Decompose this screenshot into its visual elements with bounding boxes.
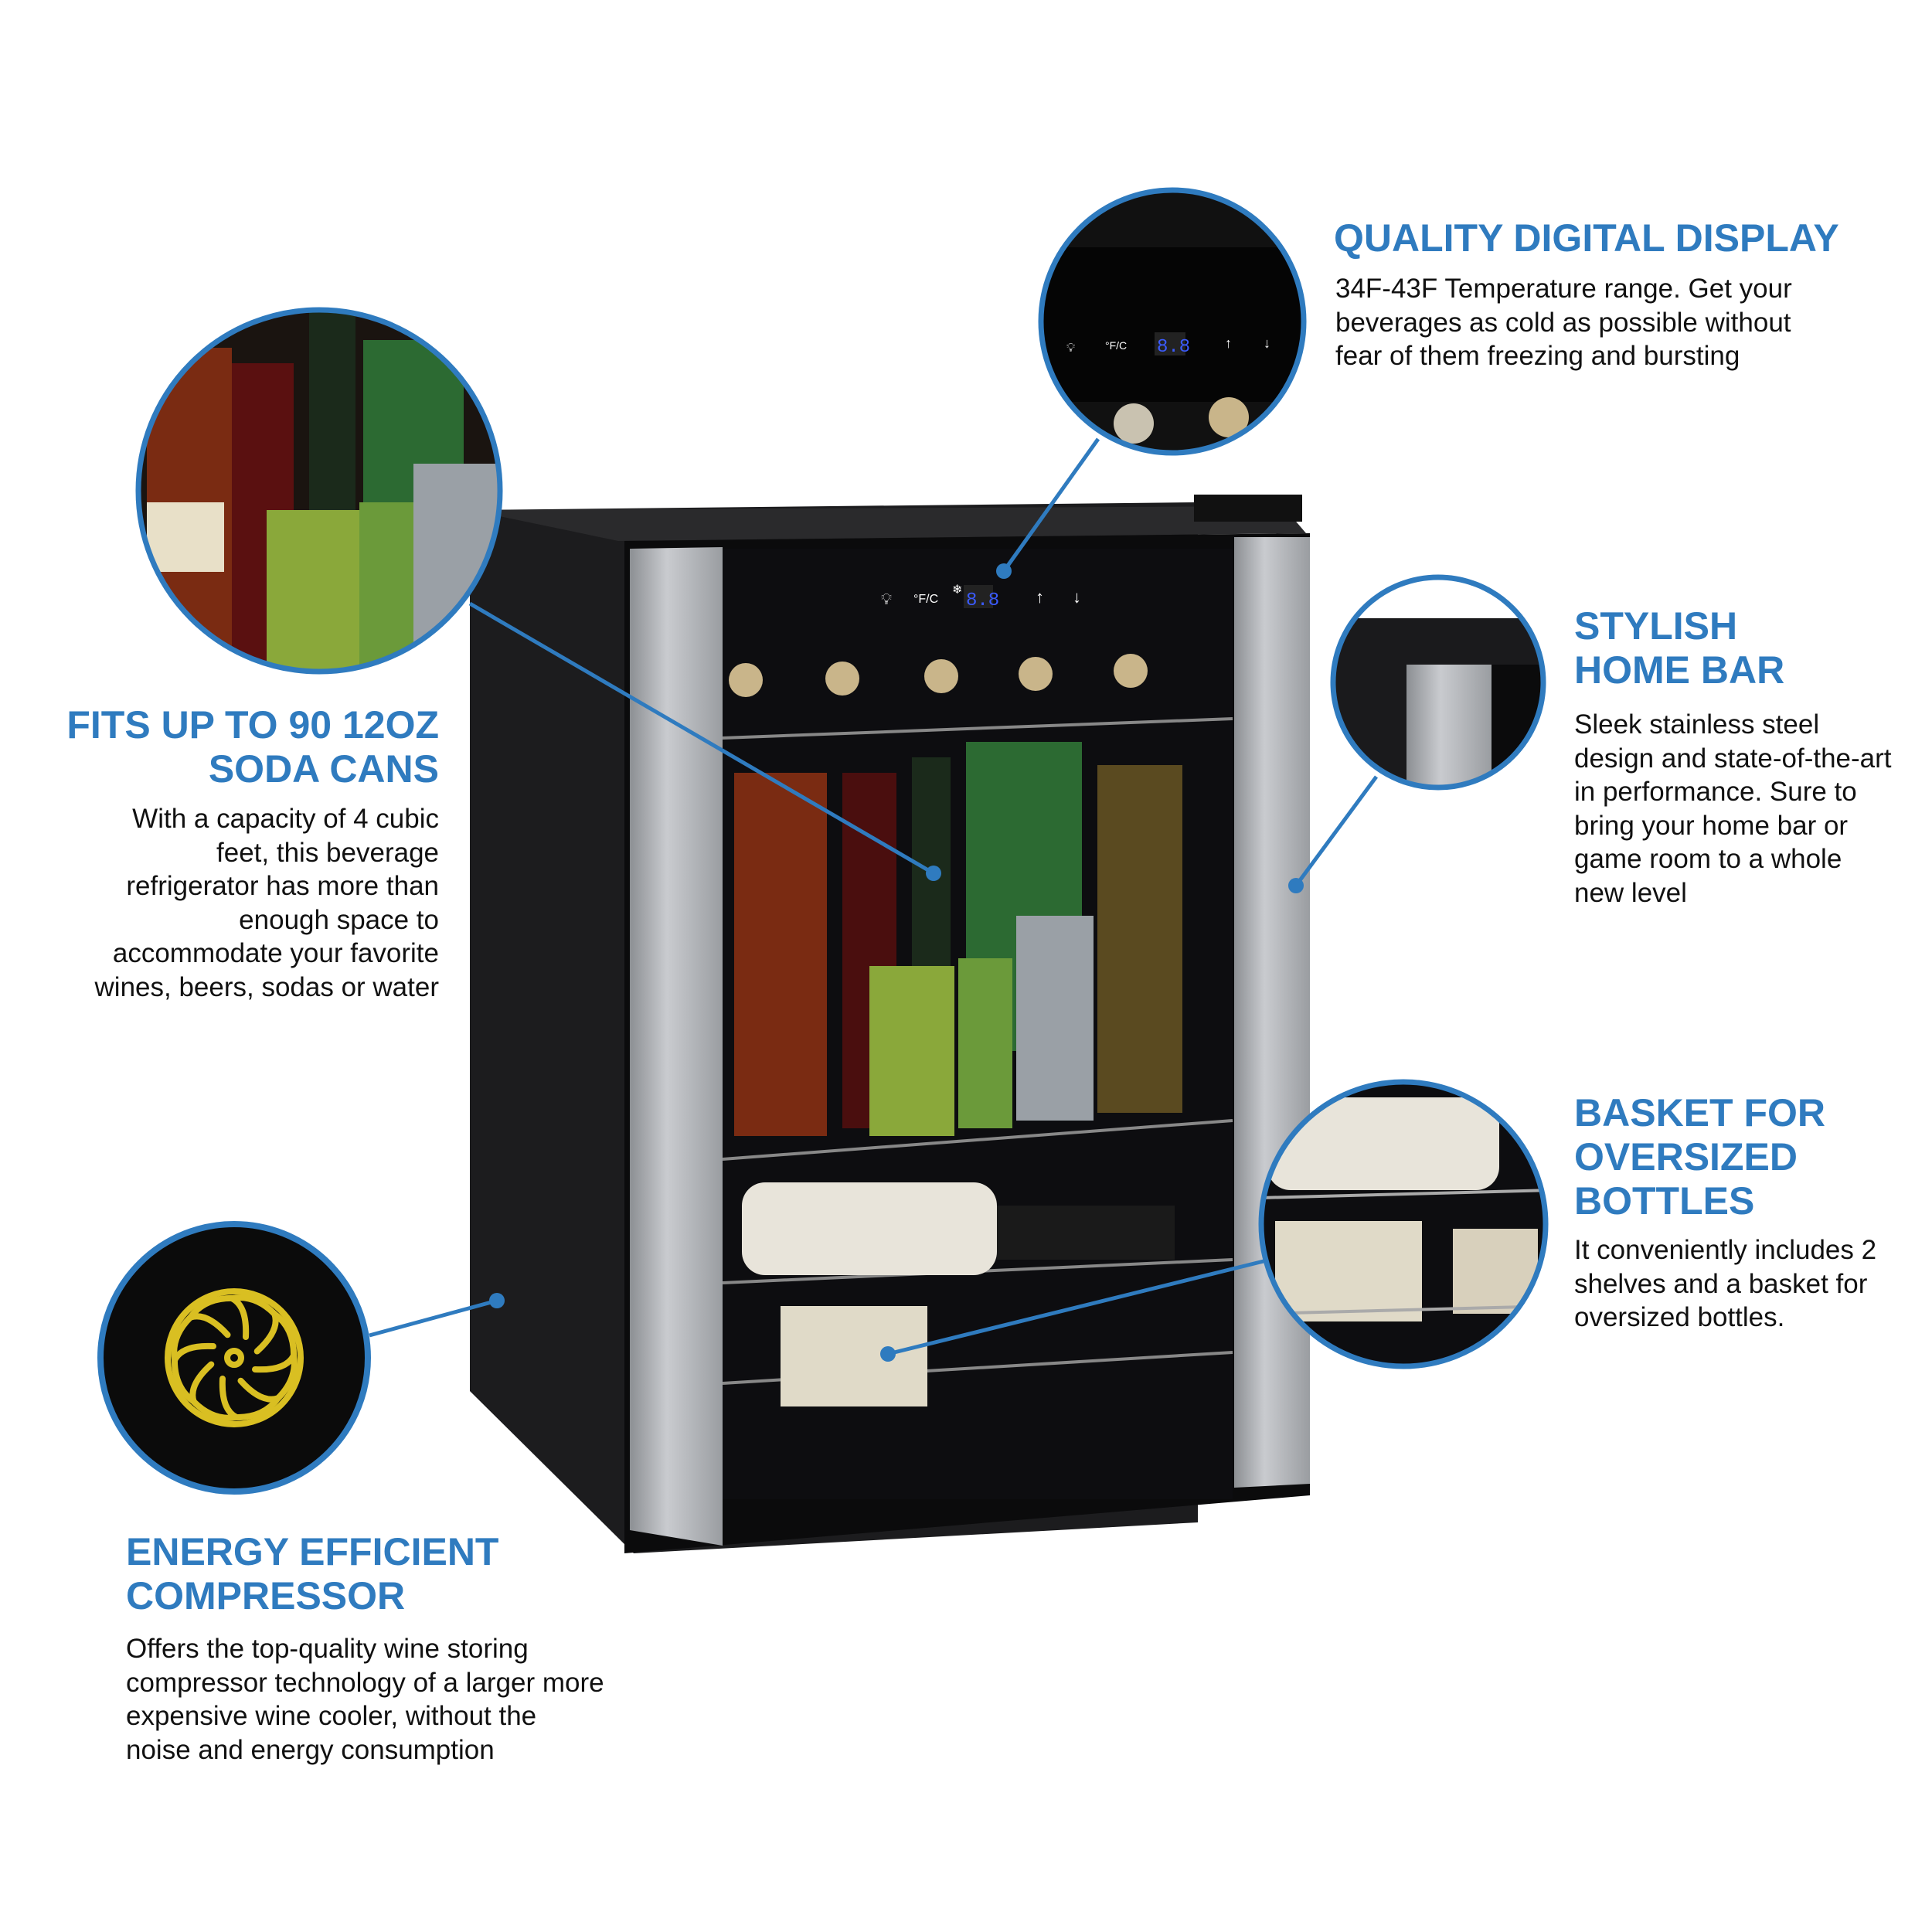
capacity-description: With a capacity of 4 cubic feet, this be… bbox=[94, 804, 439, 1002]
temp-up-button[interactable]: ↑ bbox=[1036, 587, 1044, 607]
svg-text:↑: ↑ bbox=[1225, 335, 1232, 351]
svg-text:°F/C: °F/C bbox=[1105, 339, 1127, 352]
control-panel: 💡︎ °F/C ❄ 8.8 ↑ ↓ bbox=[881, 583, 1081, 611]
svg-text:8.8: 8.8 bbox=[1157, 337, 1190, 358]
temperature-readout: 8.8 bbox=[966, 590, 999, 611]
temp-down-button[interactable]: ↓ bbox=[1073, 587, 1081, 607]
svg-text:💡︎: 💡︎ bbox=[1066, 342, 1075, 355]
light-icon[interactable]: 💡︎ bbox=[881, 591, 892, 608]
door-trim-right bbox=[1234, 537, 1310, 1488]
callout-capacity bbox=[135, 307, 941, 881]
compressor-description: Offers the top-quality wine storing comp… bbox=[126, 1634, 604, 1765]
snowflake-icon: ❄ bbox=[952, 583, 962, 597]
unit-toggle-button[interactable]: °F/C bbox=[913, 593, 938, 606]
callout-display: 8.8 💡︎ °F/C ↑ ↓ bbox=[996, 187, 1307, 579]
fan-icon bbox=[165, 1288, 304, 1427]
fridge: 💡︎ °F/C ❄ 8.8 ↑ ↓ bbox=[470, 495, 1310, 1553]
callout-homebar bbox=[1288, 574, 1546, 893]
door-trim-left bbox=[630, 547, 723, 1546]
callout-basket bbox=[880, 1079, 1549, 1369]
homebar-description: Sleek stainless steel design and state-o… bbox=[1574, 709, 1892, 908]
display-title: QUALITY DIGITAL DISPLAY bbox=[1334, 216, 1839, 260]
shelf bbox=[722, 717, 1233, 740]
svg-text:↓: ↓ bbox=[1264, 335, 1270, 351]
shelf bbox=[722, 1119, 1233, 1161]
bottles bbox=[734, 742, 1182, 1406]
basket-description: It conveniently includes 2 shelves and a… bbox=[1574, 1235, 1877, 1332]
callout-compressor bbox=[97, 1221, 505, 1495]
display-description: 34F-43F Temperature range. Get your beve… bbox=[1335, 274, 1792, 371]
